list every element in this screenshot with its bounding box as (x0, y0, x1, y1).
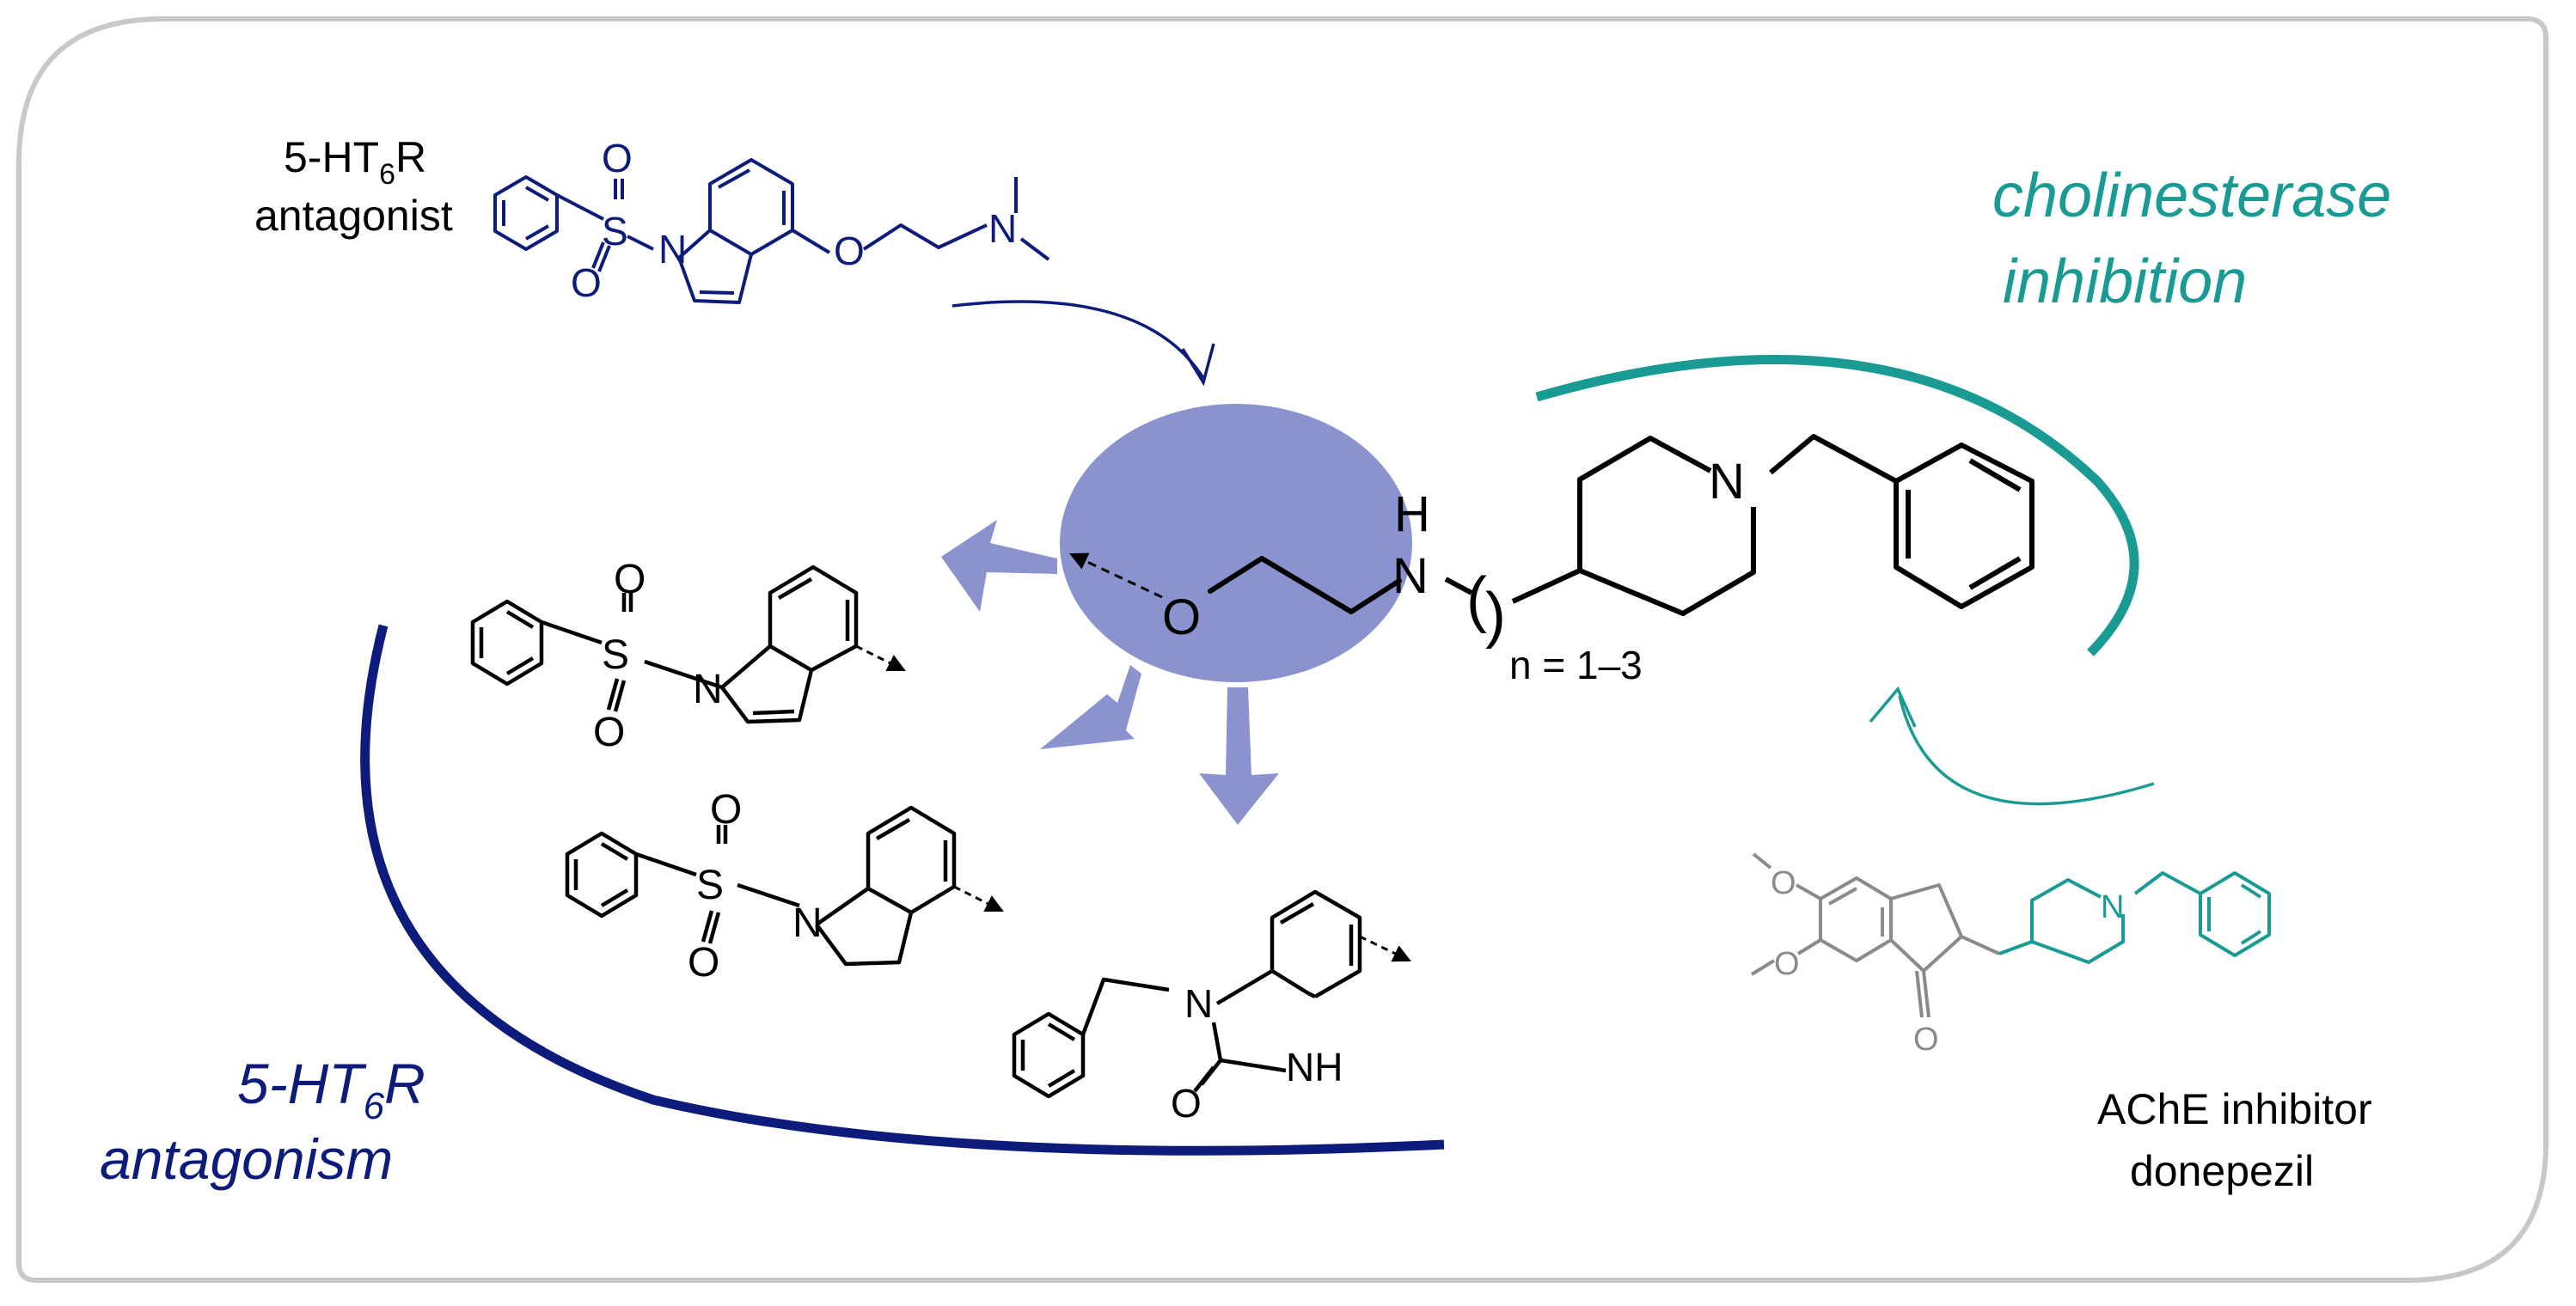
svg-text:O: O (602, 136, 633, 180)
svg-text:antagonist: antagonist (254, 192, 453, 240)
svg-text:O: O (1771, 865, 1796, 901)
svg-text:N: N (1392, 548, 1429, 604)
structure-indole-atoms: S O O N (593, 557, 723, 755)
svg-text:NH: NH (1286, 1045, 1343, 1089)
dashed-arrow-benzimidazolone (1359, 935, 1411, 962)
dashed-arrow-center (1069, 552, 1163, 599)
svg-text:S: S (602, 209, 628, 253)
structure-benzimidazolone (1012, 889, 1362, 1099)
svg-text:O: O (1774, 946, 1800, 982)
core-link-bond (1444, 568, 1582, 604)
ht6r-antagonist-structure (493, 158, 1050, 304)
svg-text:O: O (1913, 1022, 1939, 1058)
svg-text:N: N (658, 227, 687, 272)
svg-text:O: O (593, 710, 625, 755)
structure-indoline-atoms: S O O N (688, 787, 823, 986)
structure-indoline (565, 805, 957, 967)
svg-text:5-HT6R: 5-HT6R (237, 1052, 425, 1127)
structure-indole (470, 565, 859, 724)
svg-text:O: O (688, 940, 719, 986)
fat-arrow-down (1199, 687, 1279, 825)
svg-text:donepezil: donepezil (2130, 1147, 2314, 1195)
ht6r-antagonist-label: 5-HT6R antagonist (254, 133, 453, 240)
svg-text:O: O (1171, 1081, 1202, 1126)
svg-text:O: O (834, 229, 865, 273)
antagonism-label: 5-HT6R antagonism (100, 1052, 425, 1191)
frame-outline (16, 16, 2548, 1283)
core-chain (1208, 556, 1402, 614)
core-paren: ( ) (1466, 565, 1506, 650)
dashed-arrow-indoline (953, 885, 1004, 912)
svg-text:S: S (602, 632, 629, 678)
svg-text:O: O (571, 260, 602, 305)
dashed-arrow-indole (855, 644, 906, 672)
svg-text:O: O (710, 787, 742, 833)
svg-text:N: N (988, 206, 1017, 251)
svg-text:N: N (792, 900, 823, 946)
piperidine-N: N (1709, 454, 1745, 510)
antagonism-arc (360, 624, 1445, 1156)
cholinesterase-arc (1535, 355, 2139, 656)
donepezil-arrowhead (1869, 686, 1917, 728)
fat-arrow-lower-left (1040, 665, 1141, 749)
donepezil-N: N (2101, 889, 2124, 925)
structure-benzimidazolone-atoms: N O NH (1171, 981, 1343, 1126)
svg-text:N: N (693, 667, 723, 712)
svg-text:antagonism: antagonism (100, 1127, 393, 1191)
donepezil-gray-part (1750, 852, 2000, 1018)
donepezil-label: AChE inhibitor donepezil (2097, 1085, 2372, 1195)
ht6r-antagonist-atoms: S O O N O N (571, 136, 1017, 305)
svg-text:O: O (1162, 589, 1201, 645)
chain-n-label: n = 1–3 (1509, 643, 1643, 687)
donepezil-teal-part (1998, 871, 2271, 964)
svg-text:(: ( (1466, 565, 1487, 634)
fat-arrows (941, 520, 1279, 825)
antagonist-curved-arrow (951, 300, 1205, 379)
pharmacophore-ellipse (1060, 404, 1412, 682)
svg-text:inhibition: inhibition (2003, 247, 2247, 316)
svg-text:N: N (1184, 981, 1213, 1026)
donepezil-gray-atoms: O O O (1771, 865, 1939, 1058)
piperidine-benzyl (1577, 434, 2034, 616)
svg-text:5-HT6R: 5-HT6R (284, 133, 426, 191)
antagonist-arrowhead (1181, 343, 1215, 387)
fat-arrow-left (941, 520, 1057, 612)
svg-text:AChE inhibitor: AChE inhibitor (2097, 1085, 2372, 1133)
svg-text:H: H (1394, 486, 1430, 542)
core-chain-atoms: O N H (1162, 486, 1430, 645)
donepezil-curved-arrow (1898, 695, 2155, 806)
cholinesterase-label: cholinesterase inhibition (1992, 162, 2391, 316)
svg-text:S: S (696, 863, 724, 908)
svg-text:): ) (1485, 581, 1506, 650)
svg-text:O: O (614, 557, 646, 602)
svg-text:cholinesterase: cholinesterase (1992, 162, 2391, 230)
